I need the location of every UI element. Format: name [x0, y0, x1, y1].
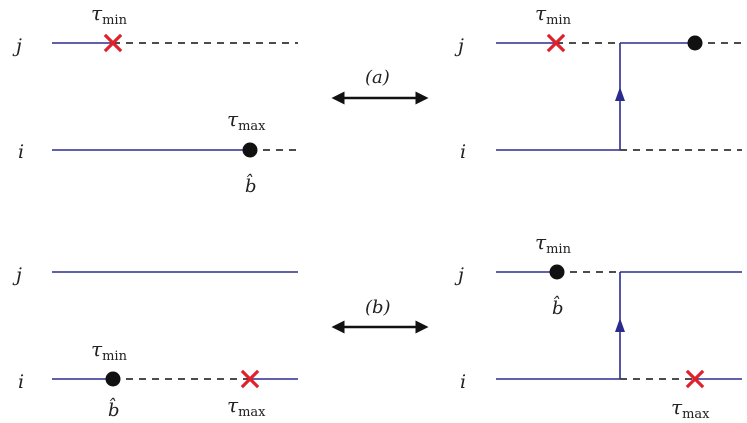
panel-b-right: j i τmin b̂ τmax: [454, 230, 742, 422]
tau-max-label: τmax: [227, 107, 266, 134]
panel-a-right: j i τmin: [454, 1, 742, 163]
cross-marker-tau-min: [103, 33, 123, 53]
dot-marker-b-hat: [549, 264, 565, 280]
tau-min-label: τmin: [535, 1, 572, 28]
row-label-j: j: [12, 264, 22, 286]
b-hat-label: b̂: [245, 172, 257, 197]
dot-marker-b-hat: [105, 371, 121, 387]
move-label-b: (b): [365, 297, 391, 318]
cross-marker-tau-max: [685, 369, 705, 389]
move-arrow-b: (b): [331, 297, 429, 334]
move-arrow-a: (a): [331, 67, 429, 105]
panel-a-left: j i τmin τmax b̂: [12, 1, 298, 197]
row-label-j: j: [12, 35, 22, 57]
arrow-up-icon: [615, 87, 625, 101]
dot-marker-b-hat: [242, 142, 258, 158]
row-label-i: i: [18, 371, 24, 393]
cross-marker-tau-max: [240, 369, 260, 389]
tau-min-label: τmin: [91, 1, 128, 28]
tau-max-label: τmax: [227, 393, 266, 420]
row-label-j: j: [454, 35, 464, 57]
row-label-i: i: [460, 141, 466, 163]
dot-marker-b-hat: [687, 35, 703, 51]
row-label-j: j: [454, 264, 464, 286]
panel-b-left: j i τmin b̂ τmax: [12, 264, 298, 421]
b-hat-label: b̂: [552, 294, 564, 319]
b-hat-label: b̂: [108, 396, 120, 421]
cross-marker-tau-min: [546, 33, 566, 53]
tau-min-label: τmin: [535, 230, 572, 257]
tau-max-label: τmax: [671, 395, 710, 422]
row-label-i: i: [460, 371, 466, 393]
row-label-i: i: [18, 141, 24, 163]
move-label-a: (a): [365, 67, 390, 88]
arrow-up-icon: [615, 318, 625, 332]
tau-min-label: τmin: [91, 337, 128, 364]
